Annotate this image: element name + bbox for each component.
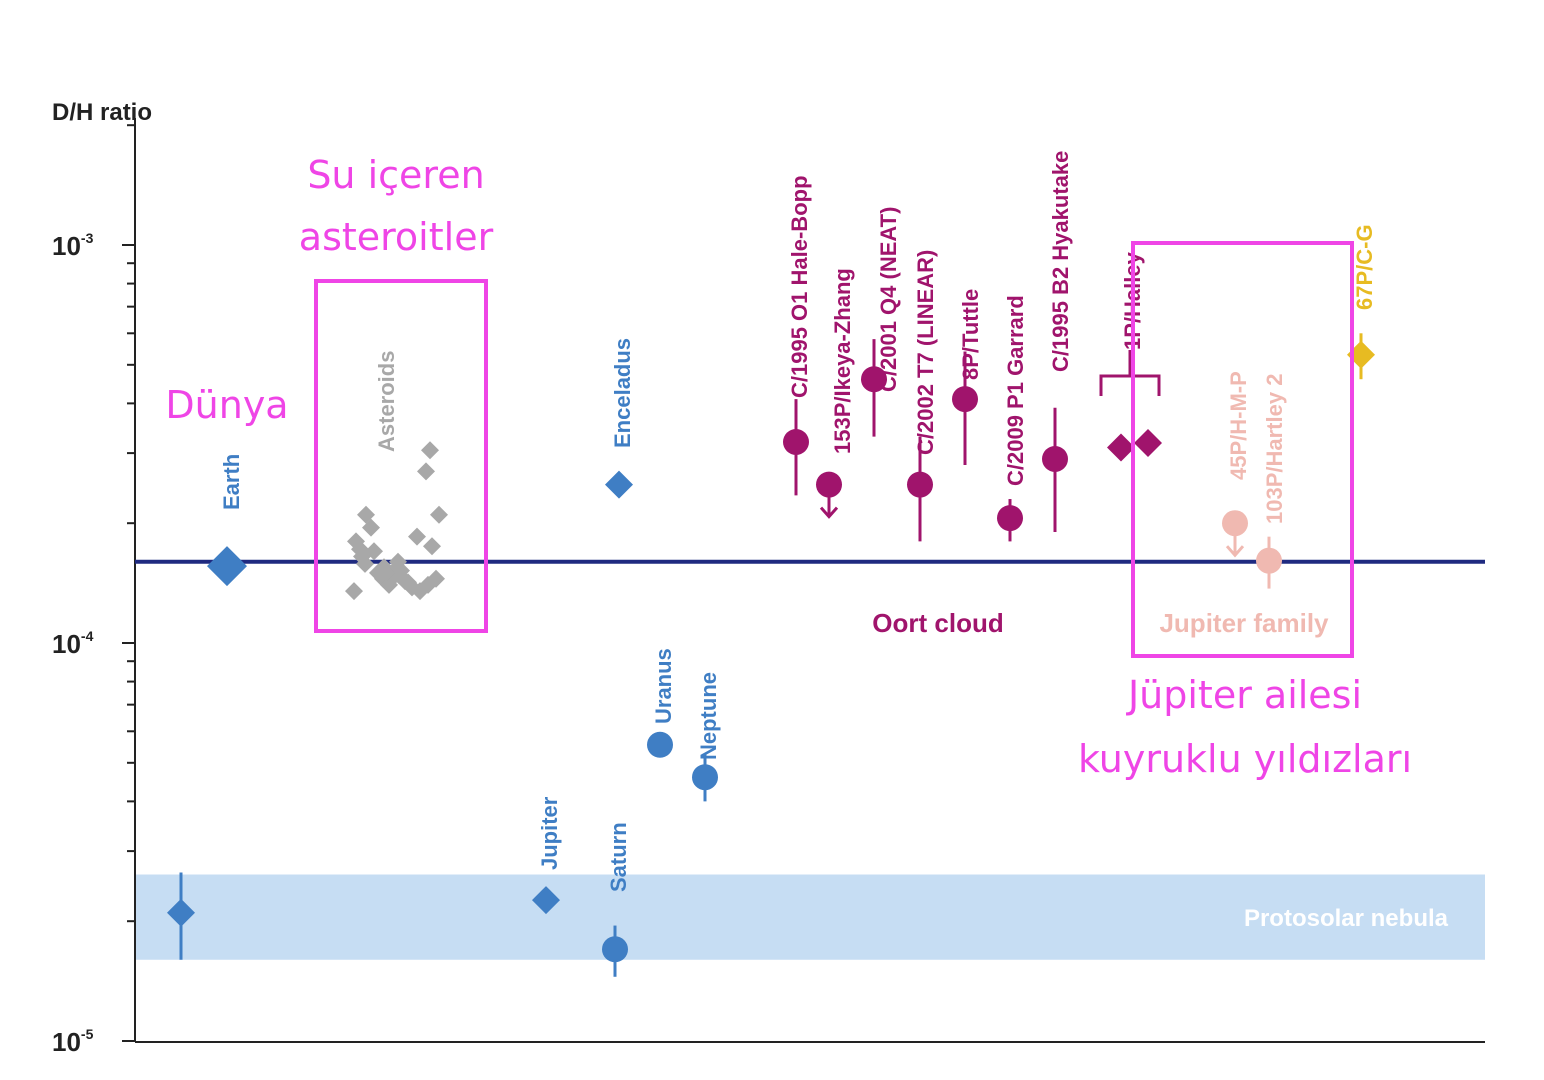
asteroid-point <box>351 540 369 559</box>
jupiter-family-annotation-line2: kuyruklu yıldızları <box>1078 737 1412 781</box>
minor-ticks <box>127 124 135 923</box>
data-point-circle <box>1256 547 1282 574</box>
asteroid-point <box>408 527 426 546</box>
asteroid-point <box>362 518 380 537</box>
object-label: C/1995 O1 Hale-Bopp <box>787 175 812 398</box>
object-label: 8P/Tuttle <box>958 289 983 380</box>
data-point-circle <box>861 366 887 393</box>
y-tick-label: 10-3 <box>52 230 94 261</box>
earth-annotation: Dünya <box>165 383 288 427</box>
object-label: Saturn <box>606 822 631 892</box>
asteroid-point <box>389 552 407 571</box>
object-label: Uranus <box>651 648 676 724</box>
data-point-circle <box>907 471 933 498</box>
data-point-circle <box>602 936 628 963</box>
data-point-circle <box>952 386 978 413</box>
object-label: 153P/Ikeya-Zhang <box>830 268 855 454</box>
object-label: C/2001 Q4 (NEAT) <box>876 207 901 392</box>
data-point-circle <box>1222 510 1248 537</box>
object-label: C/2002 T7 (LINEAR) <box>913 250 938 455</box>
asteroid-point <box>423 537 441 556</box>
upper-limit-arrow <box>1225 545 1245 558</box>
asteroid-point <box>430 505 448 524</box>
asteroids-annotation-line1: Su içeren <box>307 153 484 197</box>
halley-bracket <box>1099 350 1161 396</box>
asteroid-point <box>356 554 374 573</box>
asteroid-point <box>396 572 414 591</box>
data-point-diamond <box>167 898 195 927</box>
asteroid-point <box>377 563 395 582</box>
object-label: Jupiter <box>537 796 562 870</box>
object-label: 103P/Hartley 2 <box>1262 374 1287 524</box>
data-point-circle <box>997 505 1023 532</box>
asteroids-annotation-line2: asteroitler <box>299 215 494 259</box>
object-label: C/1995 B2 Hyakutake <box>1048 151 1073 372</box>
jupiter-family-label: Jupiter family <box>1159 608 1329 638</box>
data-point-circle <box>783 428 809 455</box>
object-label: Earth <box>219 454 244 510</box>
oort-cloud-label: Oort cloud <box>872 608 1003 638</box>
data-point-diamond <box>1107 433 1135 462</box>
y-tick-label: 10-5 <box>52 1026 94 1057</box>
data-marks <box>167 333 1375 977</box>
asteroid-point <box>421 441 439 460</box>
asteroids-highlight-box <box>314 279 488 633</box>
data-point-circle <box>1042 445 1068 472</box>
data-point-circle <box>692 764 718 791</box>
data-point-circle <box>816 471 842 498</box>
object-label: 67P/C-G <box>1352 224 1377 310</box>
object-label: Neptune <box>696 672 721 760</box>
asteroids-label: Asteroids <box>374 351 399 452</box>
y-tick-label: 10-4 <box>52 628 94 659</box>
asteroid-point <box>427 569 445 588</box>
major-ticks: 10-3 10-4 10-5 <box>52 230 135 1057</box>
y-axis-label: D/H ratio <box>52 99 152 126</box>
data-point-diamond <box>207 546 247 587</box>
jupiter-family-highlight-box <box>1131 241 1354 658</box>
data-point-diamond <box>605 470 633 499</box>
asteroid-point <box>345 582 363 601</box>
data-point-diamond <box>1134 429 1162 458</box>
asteroid-point <box>417 462 435 481</box>
jupiter-family-annotation-line1: Jüpiter ailesi <box>1126 673 1362 717</box>
object-label: Enceladus <box>610 338 635 448</box>
protosolar-nebula-band <box>135 874 1485 960</box>
data-point-diamond <box>532 886 560 915</box>
upper-limit-arrow <box>819 506 839 519</box>
asteroid-point <box>365 542 383 561</box>
protosolar-nebula-label: Protosolar nebula <box>1244 905 1449 932</box>
data-point-circle <box>647 731 673 758</box>
object-label: 45P/H-M-P <box>1226 371 1251 480</box>
object-label: C/2009 P1 Garrard <box>1003 295 1028 486</box>
